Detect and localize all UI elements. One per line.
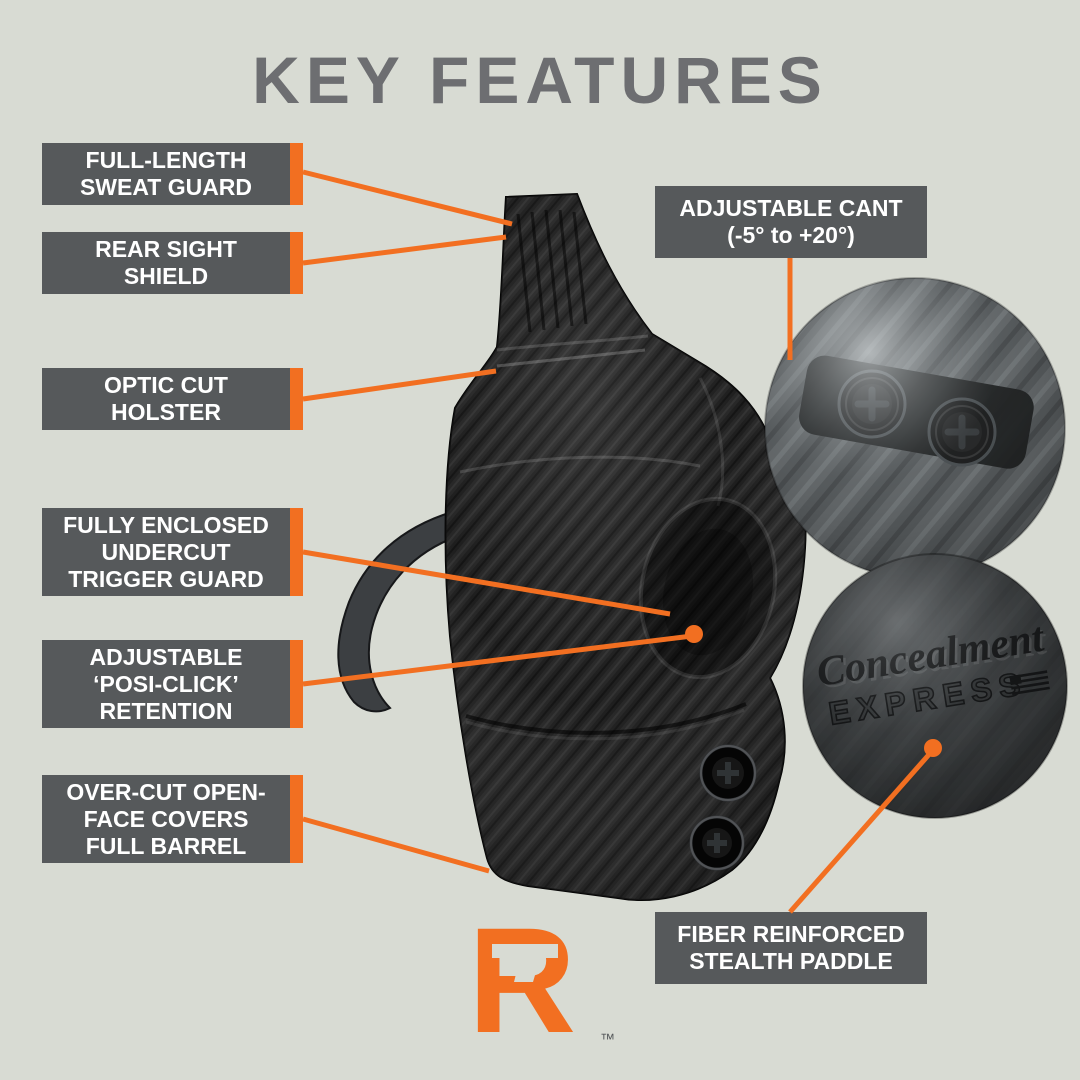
callout-label: ADJUSTABLE ‘POSI-CLICK’ RETENTION — [89, 643, 243, 724]
accent-bar — [290, 640, 303, 728]
callout-label: OVER-CUT OPEN- FACE COVERS FULL BARREL — [66, 778, 266, 859]
callout-posi-click-retention: ADJUSTABLE ‘POSI-CLICK’ RETENTION — [42, 640, 303, 728]
accent-bar — [290, 368, 303, 430]
callout-adjustable-cant: ADJUSTABLE CANT (-5° to +20°) — [655, 186, 927, 258]
line-sweat-guard — [302, 169, 513, 227]
line-rear-sight — [302, 234, 507, 266]
accent-bar — [290, 143, 303, 205]
callout-optic-cut-holster: OPTIC CUT HOLSTER — [42, 368, 303, 430]
accent-bar — [290, 232, 303, 294]
callout-rear-sight-shield: REAR SIGHT SHIELD — [42, 232, 303, 294]
callout-stealth-paddle: FIBER REINFORCED STEALTH PADDLE — [655, 912, 927, 984]
line-stealth-paddle — [788, 748, 935, 914]
page-title: KEY FEATURES — [252, 43, 828, 117]
mold-crease — [465, 702, 747, 735]
line-retention — [302, 633, 693, 687]
mold-right-crease — [698, 377, 725, 507]
callout-label: FULLY ENCLOSED UNDERCUT TRIGGER GUARD — [63, 511, 269, 592]
line-trigger-guard — [302, 549, 671, 617]
callout-label: REAR SIGHT SHIELD — [95, 236, 237, 289]
accent-bar — [290, 775, 303, 863]
holster-sheen — [445, 194, 806, 900]
accent-bar — [290, 508, 303, 596]
embossed-logo-shadow: Concealment — [816, 617, 1050, 698]
pistol-icon — [492, 944, 558, 982]
callout-label: FIBER REINFORCED STEALTH PADDLE — [677, 921, 905, 974]
cant-screw-left — [837, 369, 907, 439]
line-over-cut — [302, 816, 490, 874]
trademark-symbol: ™ — [600, 1031, 615, 1048]
callout-label: ADJUSTABLE CANT (-5° to +20°) — [679, 195, 903, 248]
holster-illustration — [337, 192, 807, 901]
brand-logo: R ™ — [468, 896, 615, 1064]
retention-screw-lower — [689, 815, 745, 871]
callout-lines — [302, 169, 942, 914]
callout-full-length-sweat-guard: FULL-LENGTH SWEAT GUARD — [42, 143, 303, 205]
embossed-logo-line2: EXPRESS — [826, 665, 1029, 732]
optic-cut-ledge — [496, 348, 646, 368]
logo-closeup-inset: Concealment Concealment EXPRESS — [802, 553, 1068, 819]
dot-retention — [685, 625, 703, 643]
cant-screw-right — [927, 397, 997, 467]
brand-logo-letter: R — [468, 896, 576, 1064]
slide-edge-line — [496, 334, 649, 352]
callout-over-cut-open-face: OVER-CUT OPEN- FACE COVERS FULL BARREL — [42, 775, 303, 863]
cant-closeup-inset — [764, 277, 1066, 579]
embossed-flag — [1009, 670, 1050, 696]
callout-label: OPTIC CUT HOLSTER — [104, 372, 228, 425]
trigger-guard-recess-inner — [662, 528, 754, 656]
retention-screw-upper — [699, 744, 757, 802]
mold-highlight — [459, 455, 701, 474]
line-optic-cut — [302, 368, 497, 402]
callout-trigger-guard: FULLY ENCLOSED UNDERCUT TRIGGER GUARD — [42, 508, 303, 596]
sweat-guard-serrations — [516, 209, 588, 333]
cant-plate — [799, 355, 1034, 469]
holster-paddle-clip — [337, 510, 460, 713]
trigger-guard-recess — [638, 496, 778, 680]
dot-stealth-paddle — [924, 739, 942, 757]
callout-label: FULL-LENGTH SWEAT GUARD — [79, 147, 253, 200]
mold-crease-highlight — [465, 708, 745, 741]
holster-body — [444, 192, 807, 901]
embossed-logo-line1: Concealment — [814, 615, 1048, 696]
